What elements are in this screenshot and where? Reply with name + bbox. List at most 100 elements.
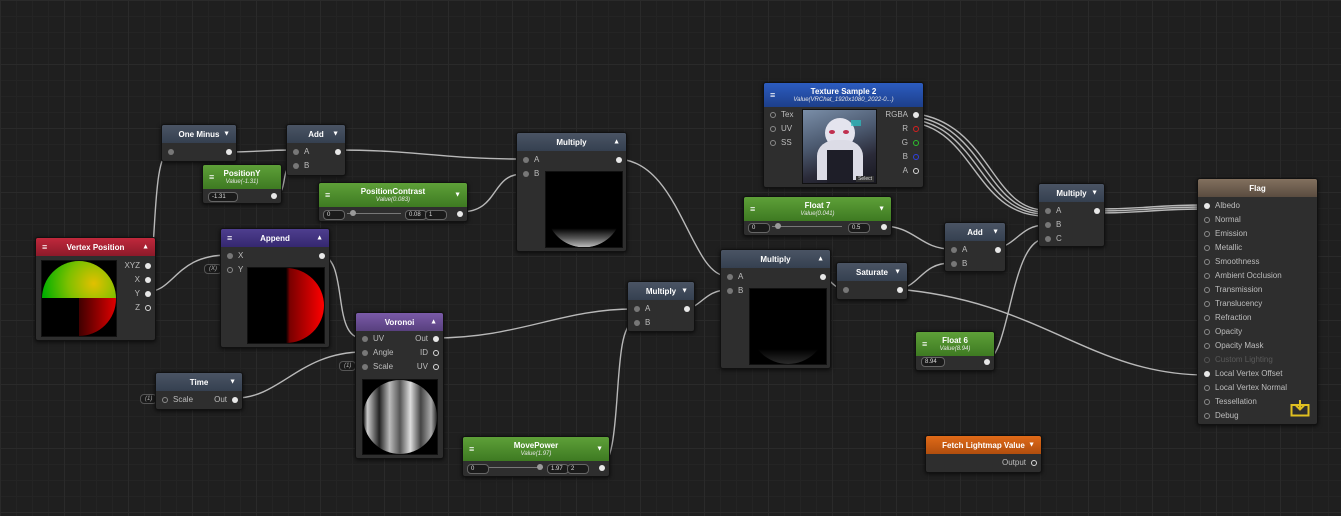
value-slider[interactable]: [772, 222, 842, 231]
collapse-triangle-icon[interactable]: ▼: [596, 445, 603, 453]
output-port-uv[interactable]: UV: [417, 361, 441, 373]
node-header[interactable]: Fetch Lightmap Value ▼: [926, 436, 1041, 454]
input-port-a[interactable]: A: [1043, 205, 1061, 217]
node-vertex-position[interactable]: ≡ Vertex Position ▲ XYZ X Y Z: [35, 237, 156, 341]
output-port[interactable]: [990, 244, 1003, 256]
input-port-scale[interactable]: Scale: [360, 361, 393, 373]
node-saturate[interactable]: Saturate ▼: [836, 262, 908, 300]
hamburger-icon[interactable]: ≡: [325, 190, 331, 200]
current-field[interactable]: 0.08: [405, 210, 427, 220]
max-field[interactable]: 1: [425, 210, 447, 220]
node-position-y[interactable]: ≡ PositionY Value(-1.31) -1.31: [202, 164, 282, 204]
hamburger-icon[interactable]: ≡: [469, 444, 475, 454]
input-port-emission[interactable]: Emission: [1202, 228, 1247, 240]
input-port-uv[interactable]: UV: [768, 123, 792, 135]
output-port[interactable]: [611, 154, 624, 166]
min-field[interactable]: 0: [467, 464, 489, 474]
node-header[interactable]: Multiply ▼: [628, 282, 694, 300]
output-port[interactable]: [815, 271, 828, 283]
node-float7[interactable]: ≡ Float 7 Value(0.041) ▼ 0 0.5: [743, 196, 892, 236]
input-port-angle[interactable]: Angle: [360, 347, 393, 359]
node-multiply[interactable]: Multiply ▲ A B: [516, 132, 627, 252]
input-port-a[interactable]: A: [632, 303, 650, 315]
output-port-z[interactable]: Z: [135, 302, 153, 314]
input-port-uv[interactable]: UV: [360, 333, 384, 345]
node-fetch-lightmap-value[interactable]: Fetch Lightmap Value ▼ Output: [925, 435, 1042, 473]
input-port-normal[interactable]: Normal: [1202, 214, 1241, 226]
input-port-debug[interactable]: Debug: [1202, 410, 1239, 422]
collapse-triangle-icon[interactable]: ▲: [430, 318, 437, 326]
output-port[interactable]: [314, 250, 327, 262]
input-port-scale[interactable]: Scale: [160, 394, 193, 406]
input-port-ss[interactable]: SS: [768, 137, 792, 149]
input-port-a[interactable]: A: [291, 146, 309, 158]
input-port-local-vertex-offset[interactable]: Local Vertex Offset: [1202, 368, 1282, 380]
input-port-a[interactable]: A: [949, 244, 967, 256]
input-port-c[interactable]: C: [1043, 233, 1062, 245]
output-port[interactable]: [679, 303, 692, 315]
output-port[interactable]: Output: [1002, 457, 1039, 469]
output-port[interactable]: [221, 146, 234, 158]
input-port[interactable]: [166, 146, 179, 158]
output-port-r[interactable]: R: [902, 123, 921, 135]
collapse-triangle-icon[interactable]: ▼: [229, 378, 236, 386]
input-port-albedo[interactable]: Albedo: [1202, 200, 1240, 212]
collapse-triangle-icon[interactable]: ▼: [454, 191, 461, 199]
input-port-ambient-occlusion[interactable]: Ambient Occlusion: [1202, 270, 1282, 282]
node-header[interactable]: Voronoi ▲: [356, 313, 443, 331]
node-header[interactable]: ≡ Float 7 Value(0.041) ▼: [744, 197, 891, 221]
node-header[interactable]: ≡ Append ▲: [221, 229, 329, 247]
node-position-contrast[interactable]: ≡ PositionContrast Value(0.083) ▼ 0 0.08…: [318, 182, 468, 222]
input-port-b[interactable]: B: [1043, 219, 1061, 231]
input-port-y[interactable]: Y: [225, 264, 243, 276]
node-header[interactable]: ≡ Float 6 Value(8.94): [916, 332, 994, 356]
input-port-b[interactable]: B: [949, 258, 967, 270]
node-header[interactable]: Time ▼: [156, 373, 242, 391]
output-port-g[interactable]: G: [902, 137, 921, 149]
collapse-triangle-icon[interactable]: ▲: [316, 234, 323, 242]
node-header[interactable]: ≡ Vertex Position ▲: [36, 238, 155, 256]
input-port-metallic[interactable]: Metallic: [1202, 242, 1242, 254]
output-port-rgba[interactable]: RGBA: [885, 109, 921, 121]
input-port-transmission[interactable]: Transmission: [1202, 284, 1262, 296]
output-port[interactable]: [979, 356, 992, 368]
input-port-tex[interactable]: Tex: [768, 109, 793, 121]
node-header[interactable]: Flag: [1198, 179, 1317, 197]
node-header[interactable]: ≡ MovePower Value(1.97) ▼: [463, 437, 609, 461]
input-port-tessellation[interactable]: Tessellation: [1202, 396, 1257, 408]
output-port-x[interactable]: X: [135, 274, 153, 286]
output-port[interactable]: [266, 190, 279, 202]
node-header[interactable]: Multiply ▼: [1039, 184, 1104, 202]
output-port[interactable]: [1089, 205, 1102, 217]
output-port[interactable]: [892, 284, 905, 296]
node-texture-sample[interactable]: ≡ Texture Sample 2 Value(VRChat_1920x108…: [763, 82, 924, 188]
output-port[interactable]: [594, 462, 607, 474]
value-slider[interactable]: [489, 463, 543, 472]
hamburger-icon[interactable]: ≡: [750, 204, 756, 214]
collapse-triangle-icon[interactable]: ▼: [878, 205, 885, 213]
input-port-local-vertex-normal[interactable]: Local Vertex Normal: [1202, 382, 1287, 394]
output-port-out[interactable]: Out: [415, 333, 441, 345]
node-multiply[interactable]: Multiply ▼ A B: [627, 281, 695, 332]
node-multiply[interactable]: Multiply ▲ A B: [720, 249, 831, 369]
node-flag-output[interactable]: Flag Albedo Normal Emission Metallic Smo…: [1197, 178, 1318, 425]
input-port-translucency[interactable]: Translucency: [1202, 298, 1262, 310]
value-field[interactable]: -1.31: [208, 192, 238, 202]
hamburger-icon[interactable]: ≡: [770, 90, 776, 100]
node-header[interactable]: ≡ PositionContrast Value(0.083) ▼: [319, 183, 467, 207]
input-port-opacity[interactable]: Opacity: [1202, 326, 1242, 338]
min-field[interactable]: 0: [748, 223, 770, 233]
node-append[interactable]: ≡ Append ▲ X Y: [220, 228, 330, 348]
hamburger-icon[interactable]: ≡: [209, 172, 215, 182]
node-header[interactable]: Add ▼: [287, 125, 345, 143]
node-move-power[interactable]: ≡ MovePower Value(1.97) ▼ 0 1.97 2: [462, 436, 610, 477]
node-header[interactable]: ≡ Texture Sample 2 Value(VRChat_1920x108…: [764, 83, 923, 107]
collapse-triangle-icon[interactable]: ▲: [613, 138, 620, 146]
collapse-triangle-icon[interactable]: ▲: [817, 255, 824, 263]
collapse-triangle-icon[interactable]: ▼: [223, 130, 230, 138]
input-port-b[interactable]: B: [521, 168, 539, 180]
node-header[interactable]: Multiply ▲: [721, 250, 830, 268]
node-add[interactable]: Add ▼ A B: [286, 124, 346, 176]
collapse-triangle-icon[interactable]: ▼: [1028, 441, 1035, 449]
max-field[interactable]: 0.5: [848, 223, 870, 233]
